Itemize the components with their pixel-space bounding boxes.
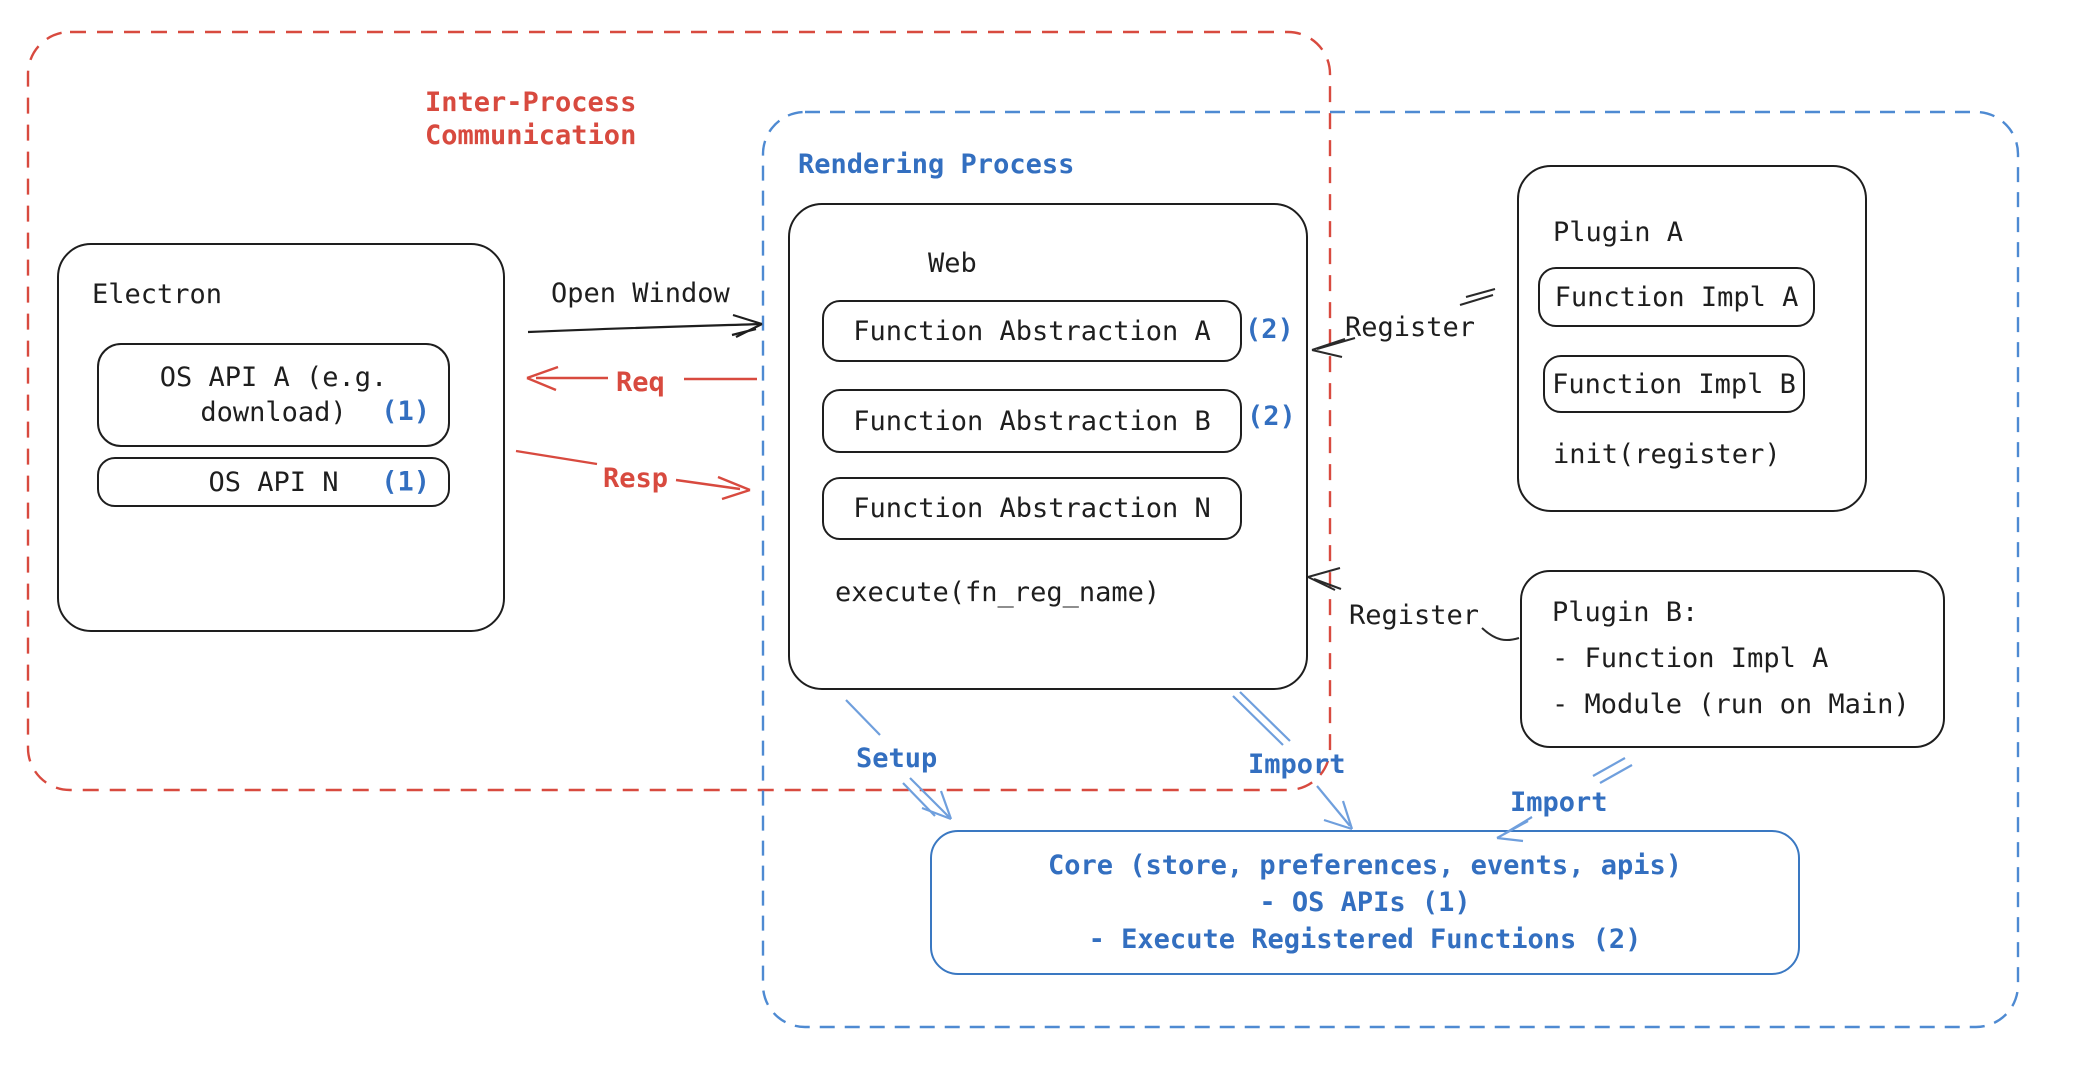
- electron-title: Electron: [92, 279, 223, 310]
- function-abstraction-a-box: Function Abstraction A: [822, 300, 1242, 362]
- register-top-label: Register: [1345, 312, 1476, 343]
- core-box: Core (store, preferences, events, apis) …: [930, 830, 1800, 975]
- plugin-b-item-1: - Function Impl A: [1552, 643, 1829, 674]
- function-impl-b-text: Function Impl B: [1552, 368, 1796, 400]
- core-line-1: Core (store, preferences, events, apis): [1048, 850, 1682, 881]
- function-abstraction-b-box: Function Abstraction B: [822, 389, 1242, 453]
- core-line-3: - Execute Registered Functions (2): [1088, 924, 1642, 955]
- plugin-b-title: Plugin B:: [1552, 597, 1699, 628]
- plugin-b-box: Plugin B: - Function Impl A - Module (ru…: [1520, 570, 1945, 748]
- os-api-n-box: OS API N (1): [97, 457, 450, 507]
- function-abstraction-n-text: Function Abstraction N: [853, 493, 1211, 524]
- os-api-a-badge: (1): [381, 396, 430, 427]
- core-line-2: - OS APIs (1): [1259, 887, 1471, 918]
- os-api-a-text: OS API A (e.g. download): [159, 362, 388, 428]
- function-abstraction-b-text: Function Abstraction B: [853, 405, 1211, 437]
- function-abstraction-a-text: Function Abstraction A: [853, 315, 1211, 347]
- execute-label: execute(fn_reg_name): [835, 577, 1161, 608]
- plugin-b-item-2: - Module (run on Main): [1552, 689, 1910, 720]
- function-impl-a-box: Function Impl A: [1538, 267, 1815, 327]
- init-register-label: init(register): [1553, 439, 1781, 470]
- resp-label: Resp: [603, 463, 669, 494]
- function-abstraction-a-badge: (2): [1245, 314, 1294, 345]
- open-window-label: Open Window: [551, 278, 730, 309]
- os-api-n-badge: (1): [381, 466, 430, 498]
- req-label: Req: [616, 367, 665, 398]
- web-title: Web: [928, 248, 977, 279]
- register-bottom-label: Register: [1349, 600, 1480, 631]
- os-api-a-box: OS API A (e.g. download) (1): [97, 343, 450, 447]
- function-abstraction-n-box: Function Abstraction N: [822, 477, 1242, 540]
- rendering-region-label: Rendering Process: [798, 149, 1075, 180]
- open-window-arrow: [527, 313, 763, 338]
- setup-label: Setup: [856, 743, 938, 774]
- plugin-a-title: Plugin A: [1553, 217, 1684, 248]
- function-impl-a-text: Function Impl A: [1554, 281, 1799, 313]
- import-web-label: Import: [1248, 749, 1346, 780]
- os-api-n-text: OS API N: [208, 466, 339, 498]
- import-plugin-label: Import: [1510, 787, 1608, 818]
- function-impl-b-box: Function Impl B: [1543, 355, 1805, 413]
- function-abstraction-b-badge: (2): [1247, 401, 1296, 432]
